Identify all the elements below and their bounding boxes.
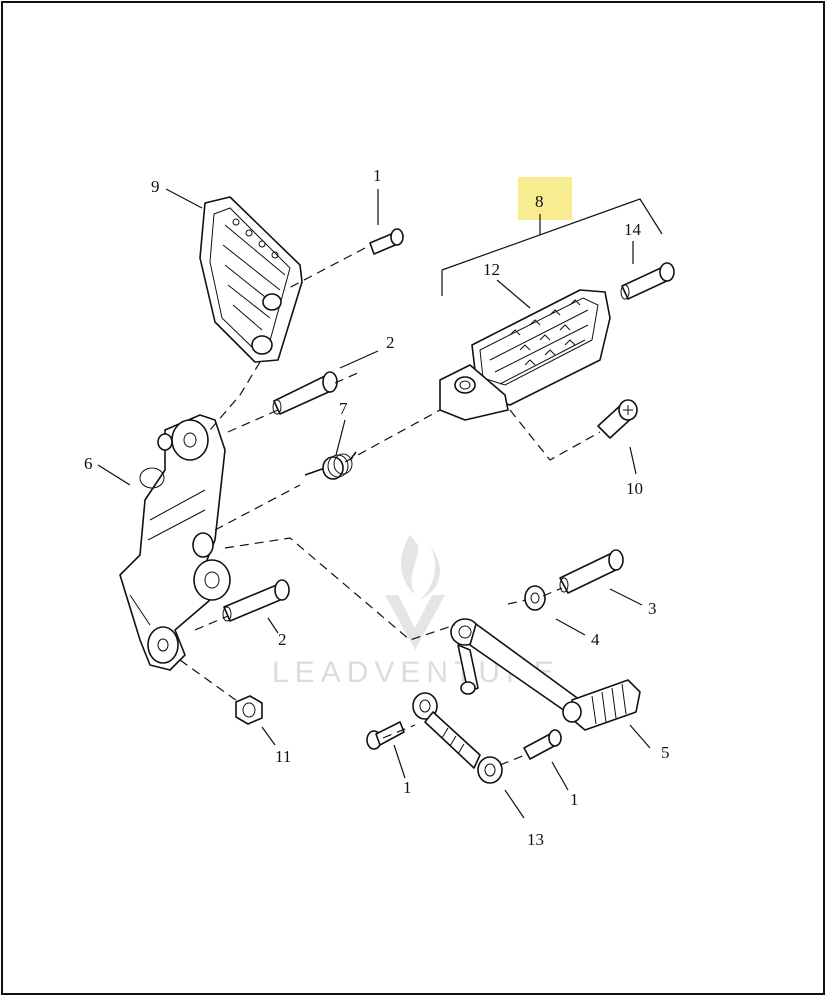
callout-3: 3: [648, 599, 657, 618]
part-2-pin-top: [272, 371, 338, 415]
part-6-bracket: [119, 414, 231, 671]
callout-7: 7: [339, 399, 348, 418]
callout-2-top: 2: [386, 333, 395, 352]
callout-9: 9: [151, 177, 160, 196]
callout-10: 10: [626, 479, 643, 498]
part-1-bolt-right: [523, 729, 562, 760]
part-9-footpeg-pad: [199, 196, 303, 363]
callouts: 1 9 8 14 12 2 7 6 10 3 4 2 5 11 1 1 13: [84, 166, 670, 849]
part-3-pin: [559, 549, 624, 594]
part-1-bolt-left: [366, 721, 405, 750]
part-1-pin-top: [369, 228, 404, 255]
callout-13: 13: [527, 830, 544, 849]
part-7-spring: [304, 451, 357, 480]
leader-lines: [97, 188, 651, 819]
callout-8-highlight: [518, 177, 572, 220]
part-14-pin: [620, 262, 675, 300]
callout-8: 8: [535, 192, 544, 211]
callout-2-bottom: 2: [278, 630, 287, 649]
assembly-lines: [179, 247, 601, 766]
callout-6: 6: [84, 454, 93, 473]
part-13-linkage: [412, 692, 503, 784]
assembly-8-bracket: [441, 198, 663, 296]
callout-14: 14: [624, 220, 642, 239]
part-5-shift-lever: [450, 618, 641, 731]
callout-1-top: 1: [373, 166, 382, 185]
part-11-nut: [235, 695, 263, 725]
callout-12: 12: [483, 260, 500, 279]
callout-1-left: 1: [403, 778, 412, 797]
callout-4: 4: [591, 630, 600, 649]
part-10-screw: [597, 399, 638, 439]
callout-11: 11: [275, 747, 291, 766]
part-4-washer: [524, 585, 546, 611]
callout-1-right: 1: [570, 790, 579, 809]
part-12-footpeg: [439, 289, 611, 421]
callout-5: 5: [661, 743, 670, 762]
part-2-pin-bottom: [222, 579, 290, 622]
